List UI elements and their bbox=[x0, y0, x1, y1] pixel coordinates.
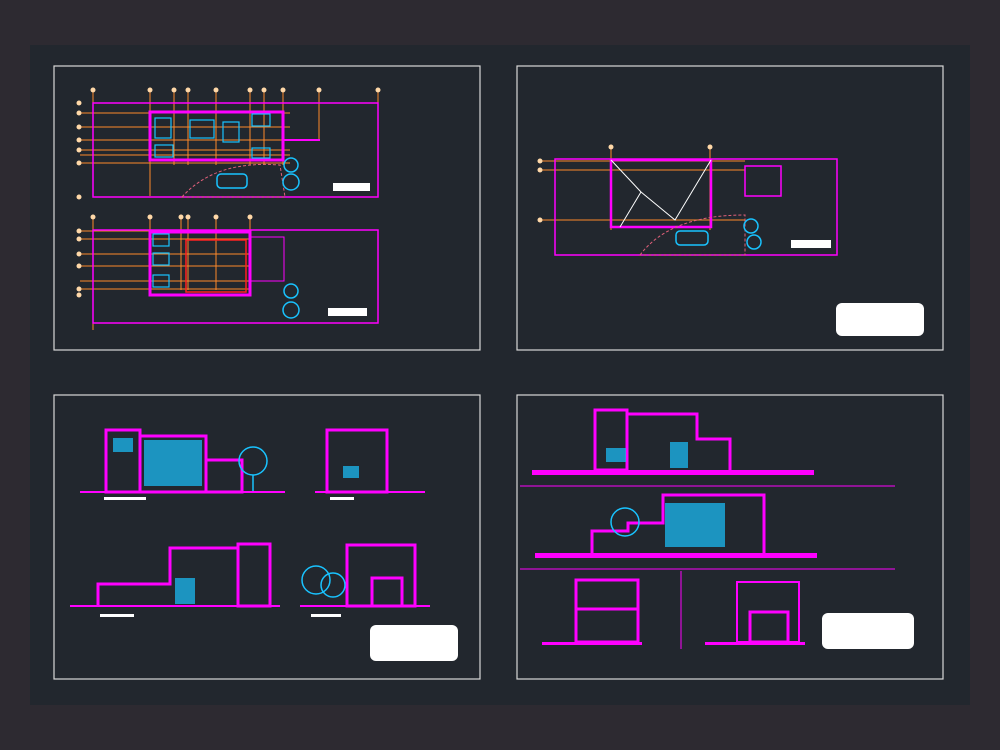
roof-plan-sheet[interactable] bbox=[516, 65, 944, 351]
title-block-icon bbox=[836, 303, 924, 336]
roof-ridges bbox=[610, 159, 712, 228]
ground-floor-walls bbox=[148, 110, 285, 162]
elevations-sheet[interactable] bbox=[53, 394, 481, 680]
tree-icon bbox=[282, 157, 300, 191]
tree-icon bbox=[282, 283, 300, 319]
upper-floor-walls bbox=[148, 230, 252, 297]
sheet-border bbox=[53, 65, 481, 351]
title-block-icon bbox=[328, 308, 367, 316]
floor-plans-sheet[interactable] bbox=[53, 65, 481, 351]
sheet-border bbox=[53, 394, 481, 680]
sections-sheet[interactable] bbox=[516, 394, 944, 680]
title-block-icon bbox=[791, 240, 831, 248]
tree-icon bbox=[301, 565, 346, 598]
title-block-icon bbox=[822, 613, 914, 649]
roof-outline bbox=[609, 158, 713, 229]
car-icon bbox=[216, 173, 248, 189]
paving-area bbox=[638, 214, 746, 256]
axis-markers bbox=[76, 87, 381, 298]
title-block-icon bbox=[370, 625, 458, 661]
paving-area bbox=[180, 163, 286, 198]
section-b bbox=[590, 493, 766, 555]
upper-floor-lot bbox=[92, 229, 379, 324]
sheet-border bbox=[516, 65, 944, 351]
tree-icon bbox=[610, 507, 640, 537]
tree-icon bbox=[238, 446, 268, 492]
tree-icon bbox=[743, 218, 762, 250]
furniture bbox=[154, 113, 271, 159]
sheet-border bbox=[516, 394, 944, 680]
title-block-icon bbox=[333, 183, 370, 191]
axis-markers bbox=[537, 144, 713, 223]
car-icon bbox=[675, 230, 709, 246]
ground-floor-lot bbox=[92, 102, 379, 198]
